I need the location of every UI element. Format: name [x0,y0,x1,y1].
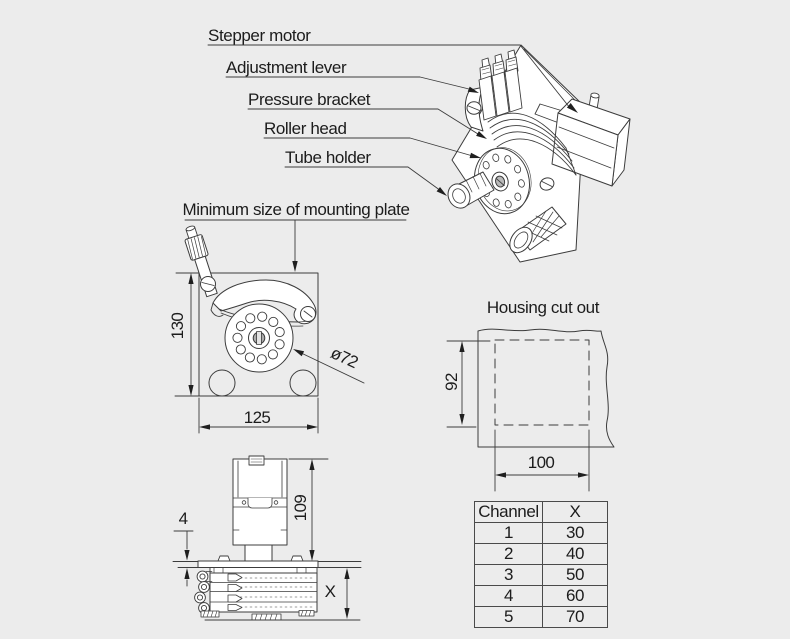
dim-label-x: X [324,582,336,601]
front-view [174,225,365,434]
stepper-motor-side [232,455,288,562]
dim-92 [446,340,491,428]
adjustment-lever-iso [478,49,523,121]
side-view [172,455,362,621]
callout-adjustment-lever: Adjustment lever [226,58,347,77]
dim-roller-diameter [293,349,365,384]
isometric-view [447,44,631,263]
dim-label-109: 109 [291,494,310,522]
knurled-roller-iso [509,206,567,254]
dim-x [344,568,350,619]
callout-roller-head: Roller head [264,119,347,138]
dim-label-92: 92 [442,373,461,391]
pressure-bracket-iso [487,112,577,176]
table-row: 3 50 [474,564,608,586]
callout-tube-holder: Tube holder [285,148,371,167]
tube-holder-iso [447,171,495,209]
dim-100 [494,429,590,492]
mounting-plate-title: Minimum size of mounting plate [182,200,410,219]
channel-table-header-row: Channel X [474,501,608,523]
channel-table-header-channel: Channel [474,501,543,523]
dim-4 [173,530,194,587]
table-row: 1 30 [474,522,608,544]
roller-head-front [224,303,294,373]
housing-cutout-title: Housing cut out [486,298,600,317]
callout-stepper-motor: Stepper motor [208,26,311,45]
dim-label-4: 4 [178,509,188,528]
dim-label-125: 125 [243,408,271,427]
channel-table: Channel X 1 30 2 40 3 50 4 60 5 70 [474,501,608,628]
dim-109 [309,459,315,561]
dim-label-130: 130 [168,312,187,340]
table-row: 5 70 [474,606,608,628]
channel-table-header-x: X [542,501,608,523]
table-row: 2 40 [474,543,608,565]
housing-cutout-view [446,328,615,492]
callout-leaders [184,44,578,272]
table-row: 4 60 [474,585,608,607]
callout-pressure-bracket: Pressure bracket [248,90,371,109]
dim-label-100: 100 [527,453,555,472]
pressure-bracket-front [212,279,317,325]
pump-head-side [194,567,318,621]
dim-125 [198,397,319,434]
dim-130 [174,272,200,397]
